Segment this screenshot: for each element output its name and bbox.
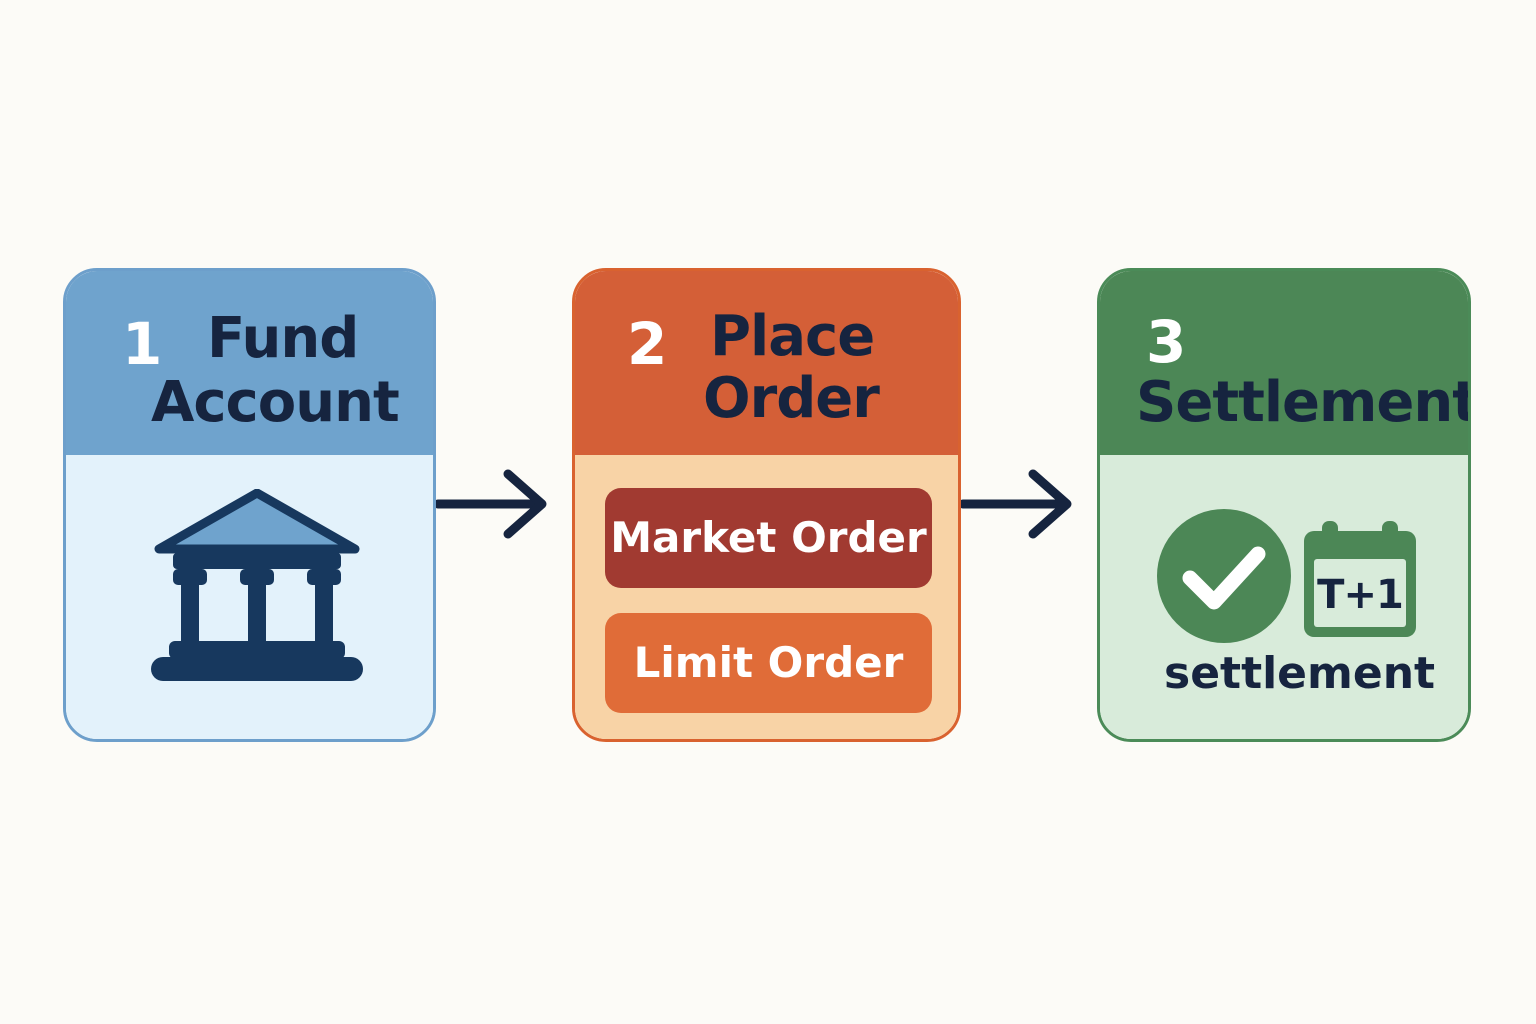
step-title-line2: Order [703,366,880,431]
step-number: 1 [122,310,163,378]
step-body: T+1 settlement [1100,455,1468,739]
calendar-icon [1304,521,1416,637]
step-card-fund-account: 1 Fund Account [63,268,436,742]
step-title-line1: Place [710,304,875,369]
bank-building-icon [151,489,363,681]
step-header: 3 Settlement [1100,271,1468,455]
arrow-right-icon [436,469,547,539]
step-number: 2 [627,310,668,378]
step-card-place-order: 2 Place Order Market Order Limit Order [572,268,961,742]
step-title: Settlement [1136,370,1471,435]
step-header: 2 Place Order [575,271,958,455]
market-order-button[interactable]: Market Order [605,488,932,588]
calendar-text: T+1 [1317,572,1404,618]
step-title-line1: Fund [207,306,359,371]
step-number: 3 [1146,308,1187,376]
arrow-right-icon [961,469,1072,539]
checkmark-circle-icon [1157,509,1291,643]
settlement-caption: settlement [1164,648,1436,699]
step-body [66,455,433,739]
limit-order-button[interactable]: Limit Order [605,613,932,713]
step-body: Market Order Limit Order [575,455,958,739]
step-title-line2: Account [151,370,400,435]
step-header: 1 Fund Account [66,271,433,455]
step-card-settlement: 3 Settlement T+1 settlement [1097,268,1471,742]
